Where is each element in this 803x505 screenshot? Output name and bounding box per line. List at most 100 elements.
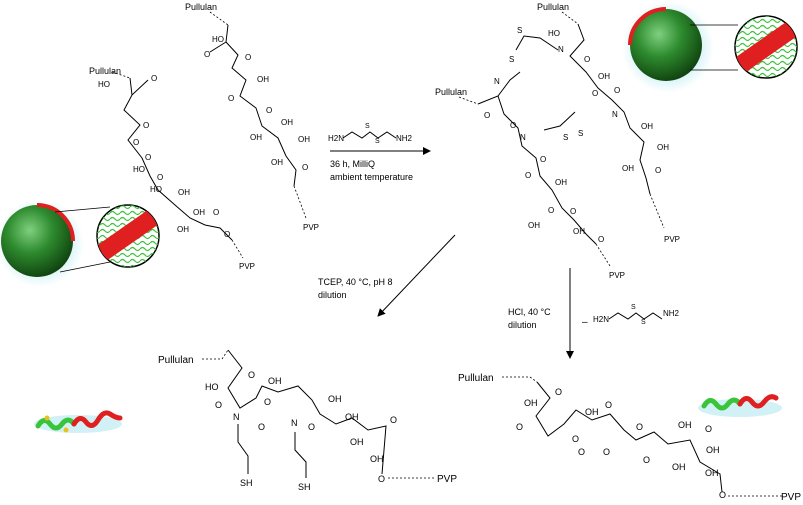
svg-text:H2N: H2N <box>328 134 344 143</box>
svg-text:O: O <box>598 235 604 244</box>
svg-text:SH: SH <box>298 482 311 492</box>
svg-text:OH: OH <box>573 227 585 236</box>
svg-text:O: O <box>719 490 726 500</box>
svg-text:O: O <box>570 207 576 216</box>
svg-text:N: N <box>520 133 526 142</box>
released-chain-right-icon <box>698 394 782 417</box>
svg-text:N: N <box>558 45 564 54</box>
svg-text:N: N <box>494 77 500 86</box>
svg-text:S: S <box>578 129 583 138</box>
svg-text:OH: OH <box>657 143 669 152</box>
crosslinked-polymer: Pullulan HO N O OH O O N OH OH OH O PVP … <box>435 2 680 280</box>
svg-text:S: S <box>641 319 646 326</box>
svg-text:N: N <box>291 418 298 428</box>
svg-text:OH: OH <box>193 208 205 217</box>
svg-text:S: S <box>509 55 514 64</box>
svg-text:O: O <box>308 422 315 432</box>
svg-text:O: O <box>578 447 585 457</box>
svg-text:O: O <box>525 171 531 180</box>
svg-text:OH: OH <box>298 135 310 144</box>
svg-text:–: – <box>582 317 588 328</box>
svg-text:O: O <box>204 50 210 59</box>
svg-text:O: O <box>584 55 590 64</box>
svg-text:H2N: H2N <box>593 315 609 324</box>
svg-text:OH: OH <box>178 188 190 197</box>
svg-text:O: O <box>248 370 255 380</box>
svg-text:OH: OH <box>585 407 599 417</box>
svg-text:O: O <box>264 397 271 407</box>
svg-text:OH: OH <box>622 164 634 173</box>
svg-text:PVP: PVP <box>664 235 680 244</box>
svg-text:O: O <box>215 400 222 410</box>
thiol-polymer: Pullulan HO O N SH O OH O O N SH OH O OH… <box>158 349 457 492</box>
svg-text:Pullulan: Pullulan <box>185 2 217 12</box>
svg-text:OH: OH <box>328 394 342 404</box>
svg-text:O: O <box>245 53 251 62</box>
svg-text:O: O <box>548 206 554 215</box>
svg-text:OH: OH <box>268 376 282 386</box>
svg-text:OH: OH <box>555 178 567 187</box>
svg-text:N: N <box>612 110 618 119</box>
svg-text:O: O <box>266 106 272 115</box>
svg-text:OH: OH <box>641 122 653 131</box>
svg-text:OH: OH <box>350 437 364 447</box>
svg-text:PVP: PVP <box>609 271 625 280</box>
tcep-dilution: dilution <box>318 290 347 300</box>
svg-text:O: O <box>510 121 516 130</box>
svg-text:PVP: PVP <box>303 223 319 232</box>
svg-text:Pullulan: Pullulan <box>89 66 121 76</box>
svg-text:OH: OH <box>281 118 293 127</box>
svg-text:O: O <box>224 230 230 239</box>
svg-text:HO: HO <box>205 382 219 392</box>
svg-text:O: O <box>151 74 157 83</box>
svg-text:HO: HO <box>98 80 110 89</box>
svg-text:O: O <box>572 434 579 444</box>
crosslink-time: 36 h, MilliQ <box>330 159 375 169</box>
svg-text:O: O <box>302 163 308 172</box>
svg-text:OH: OH <box>345 412 359 422</box>
svg-text:S: S <box>631 304 636 311</box>
aldehyde-polymer: Pullulan OH O O O OH O O O O O OH O OH O… <box>458 373 801 503</box>
svg-text:O: O <box>484 111 490 120</box>
svg-text:O: O <box>636 422 643 432</box>
svg-text:O: O <box>614 86 620 95</box>
svg-text:Pullulan: Pullulan <box>435 87 467 97</box>
svg-text:NH2: NH2 <box>663 309 680 318</box>
svg-text:O: O <box>390 415 397 425</box>
svg-text:O: O <box>592 89 598 98</box>
tcep-conditions: TCEP, 40 °C, pH 8 <box>318 277 392 287</box>
crosslink-temp: ambient temperature <box>330 172 413 182</box>
svg-text:OH: OH <box>177 225 189 234</box>
svg-text:O: O <box>605 400 612 410</box>
svg-text:OH: OH <box>705 468 719 478</box>
svg-text:SH: SH <box>240 478 253 488</box>
svg-text:OH: OH <box>672 462 686 472</box>
svg-text:Pullulan: Pullulan <box>537 2 569 12</box>
svg-text:O: O <box>133 138 139 147</box>
svg-text:O: O <box>378 474 385 484</box>
svg-text:S: S <box>517 26 522 35</box>
svg-text:O: O <box>643 455 650 465</box>
svg-text:N: N <box>233 412 240 422</box>
svg-text:OH: OH <box>257 75 269 84</box>
svg-text:O: O <box>157 173 163 182</box>
starting-polymer: Pullulan HO O O O O HO O HO OH OH OH O O… <box>89 2 319 271</box>
nanoparticle-right <box>622 1 798 93</box>
svg-text:O: O <box>655 166 661 175</box>
svg-text:Pullulan: Pullulan <box>158 355 194 366</box>
svg-text:O: O <box>540 155 546 164</box>
svg-text:HO: HO <box>133 165 145 174</box>
svg-text:HO: HO <box>212 35 224 44</box>
hcl-conditions: HCl, 40 °C <box>508 307 551 317</box>
svg-text:Pullulan: Pullulan <box>458 373 494 384</box>
svg-text:OH: OH <box>706 445 720 455</box>
svg-text:O: O <box>228 94 234 103</box>
svg-text:HO: HO <box>548 29 560 38</box>
svg-text:PVP: PVP <box>239 262 255 271</box>
svg-text:O: O <box>213 208 219 217</box>
nanoparticle-left <box>0 199 160 287</box>
svg-text:PVP: PVP <box>437 474 457 485</box>
svg-text:O: O <box>145 153 151 162</box>
svg-text:OH: OH <box>598 72 610 81</box>
